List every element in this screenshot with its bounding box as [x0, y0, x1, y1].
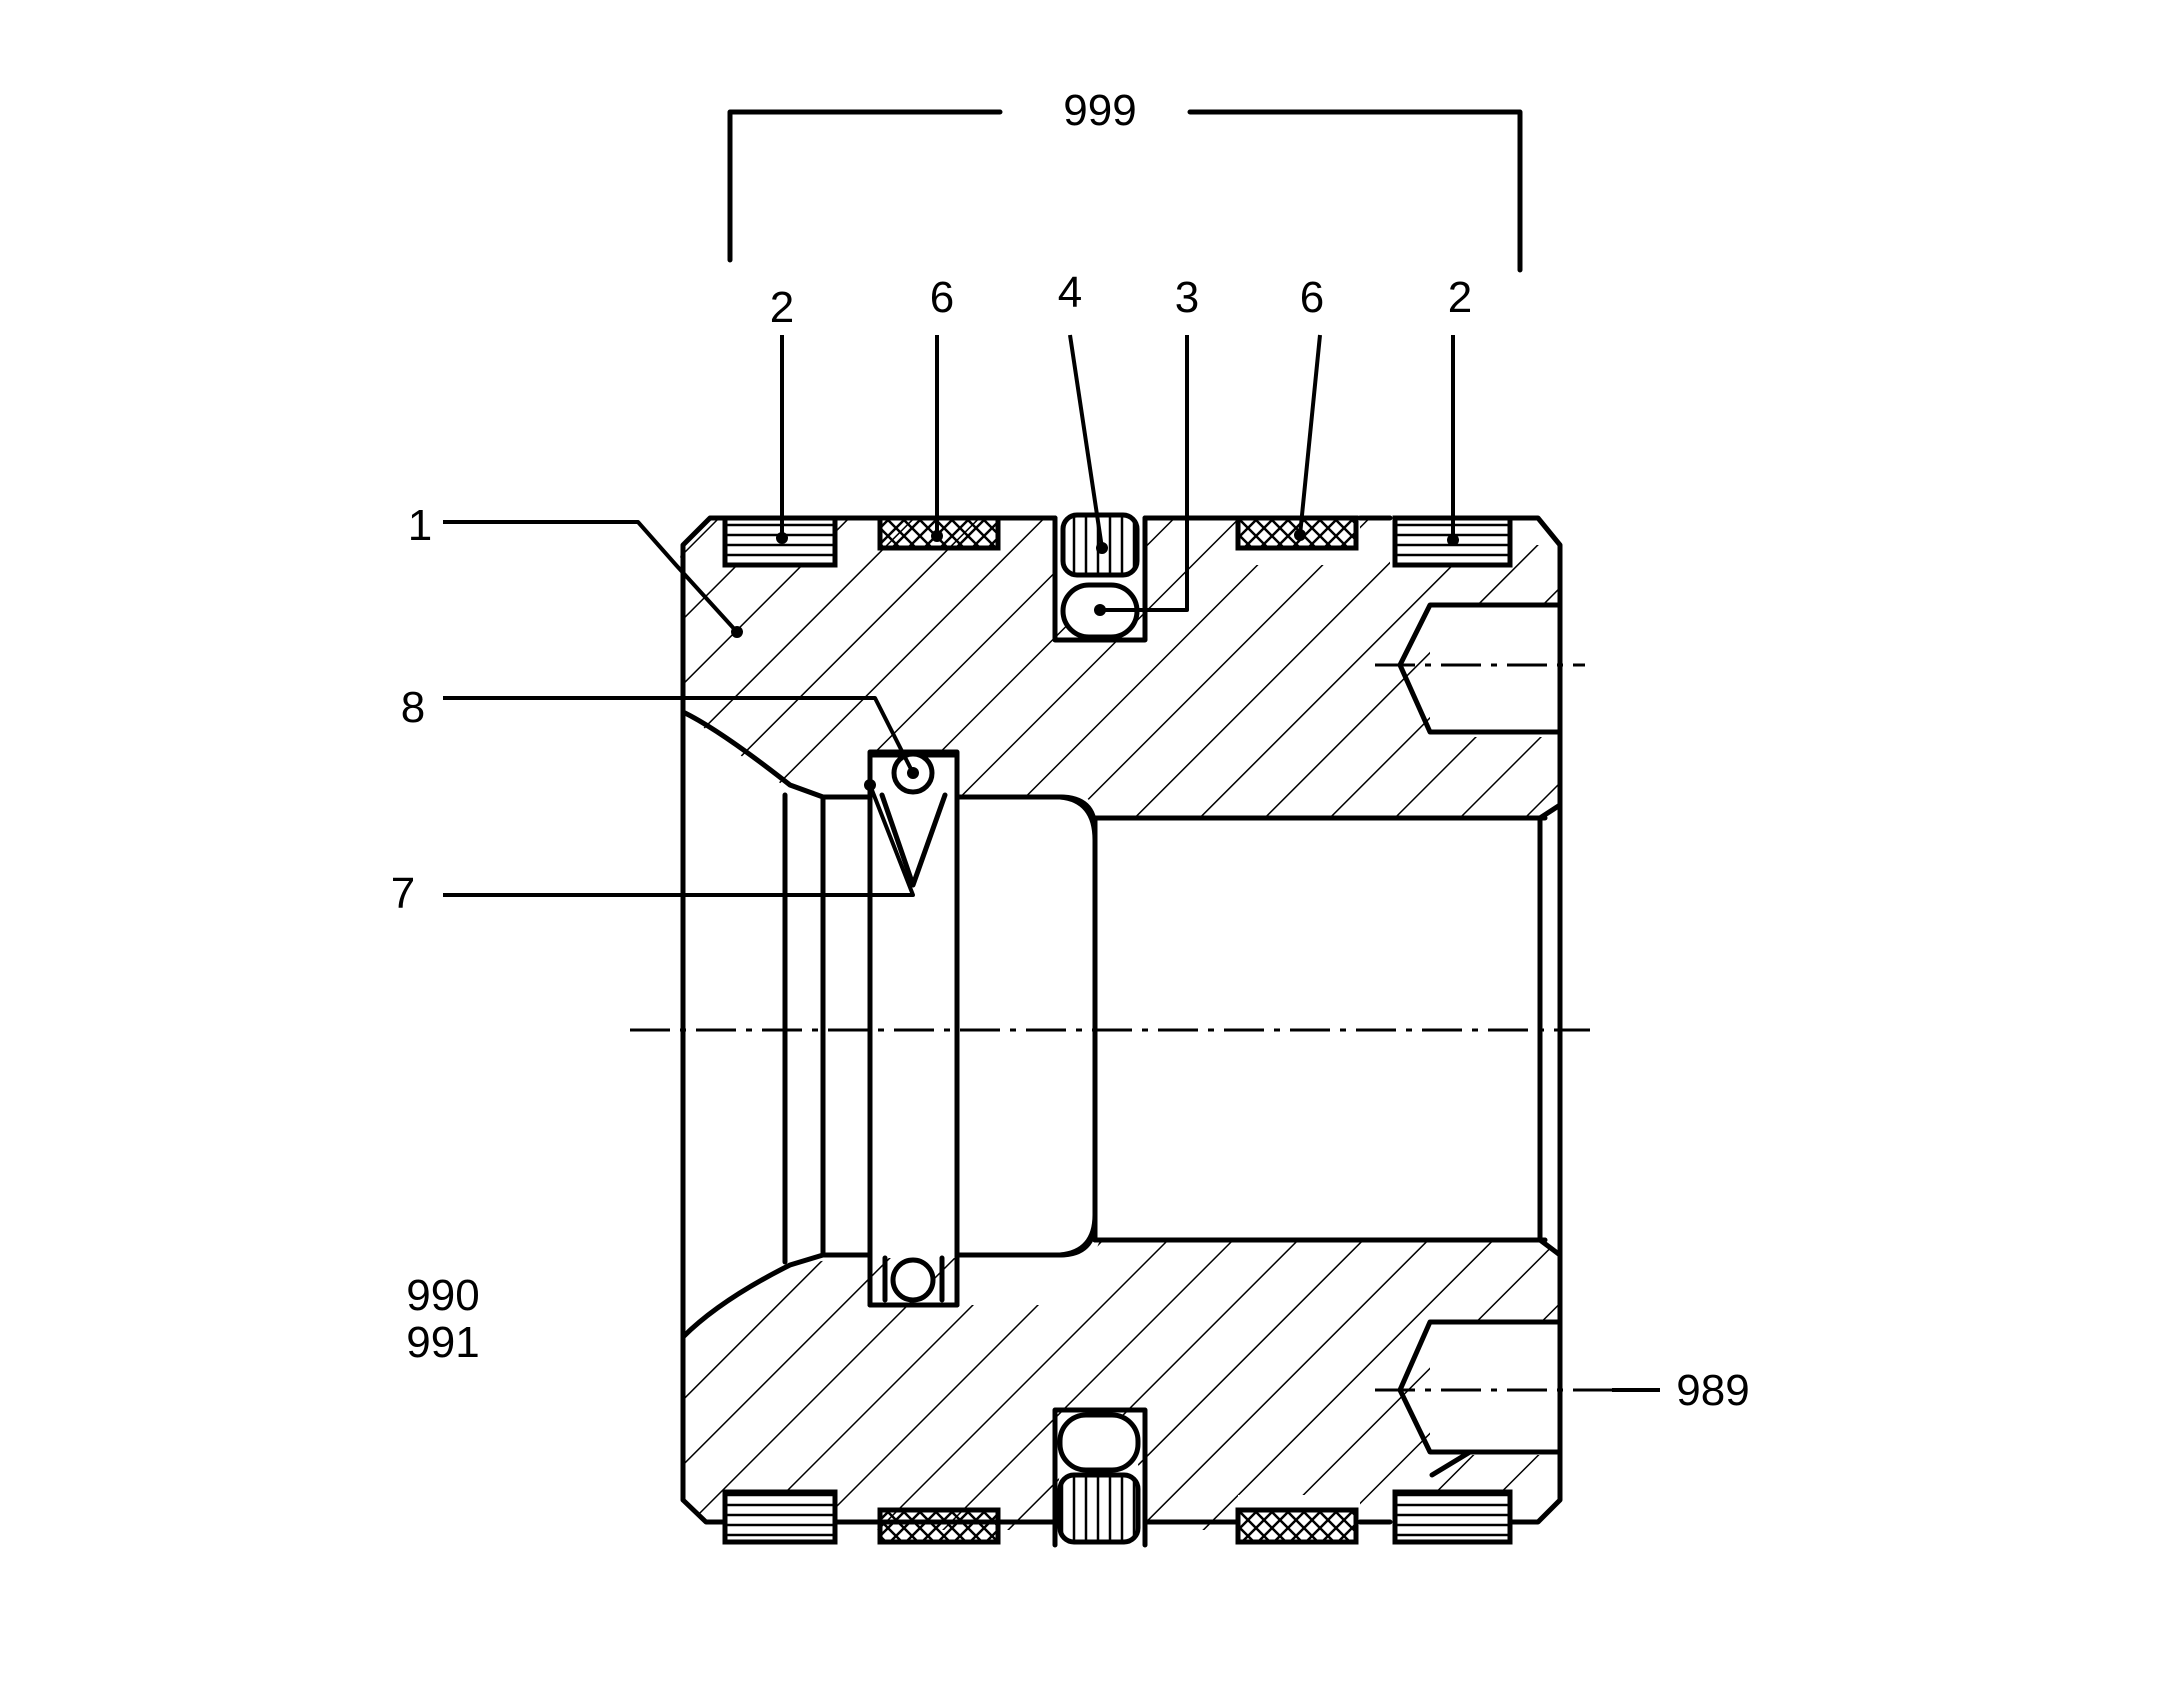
seal-7-lower	[867, 1255, 960, 1308]
assembly-bracket-999	[727, 109, 1523, 273]
ring-6-left-bottom	[877, 1507, 1001, 1545]
label-1: 1	[408, 501, 432, 550]
label-8: 8	[401, 683, 425, 732]
label-2-left: 2	[770, 283, 794, 332]
groove-top	[1052, 515, 1148, 643]
ring-4-bottom	[1057, 1472, 1141, 1545]
label-990: 990	[406, 1271, 479, 1320]
ball-8-lower	[890, 1257, 936, 1303]
label-7: 7	[391, 869, 415, 918]
leader-dots	[731, 529, 1459, 791]
leader-lines	[443, 334, 1660, 1392]
housing-lower-section	[683, 1240, 1560, 1530]
ring-6-right-bottom	[1235, 1507, 1359, 1545]
label-6-right: 6	[1300, 273, 1324, 322]
ring-2-left-bottom	[722, 1489, 838, 1545]
groove-bottom	[1052, 1407, 1148, 1548]
label-989: 989	[1676, 1366, 1749, 1415]
seal-7-upper	[867, 749, 960, 888]
label-4: 4	[1058, 268, 1082, 317]
label-3: 3	[1175, 273, 1199, 322]
threaded-hole-upper	[1430, 605, 1560, 737]
threaded-hole-lower	[1430, 1320, 1560, 1455]
label-2-right: 2	[1448, 273, 1472, 322]
label-991: 991	[406, 1318, 479, 1367]
ring-2-right-bottom	[1392, 1489, 1513, 1545]
label-6-left: 6	[930, 273, 954, 322]
label-999: 999	[1063, 86, 1136, 135]
bore-cavity	[790, 790, 1095, 1265]
oring-3-bottom	[1057, 1412, 1141, 1473]
